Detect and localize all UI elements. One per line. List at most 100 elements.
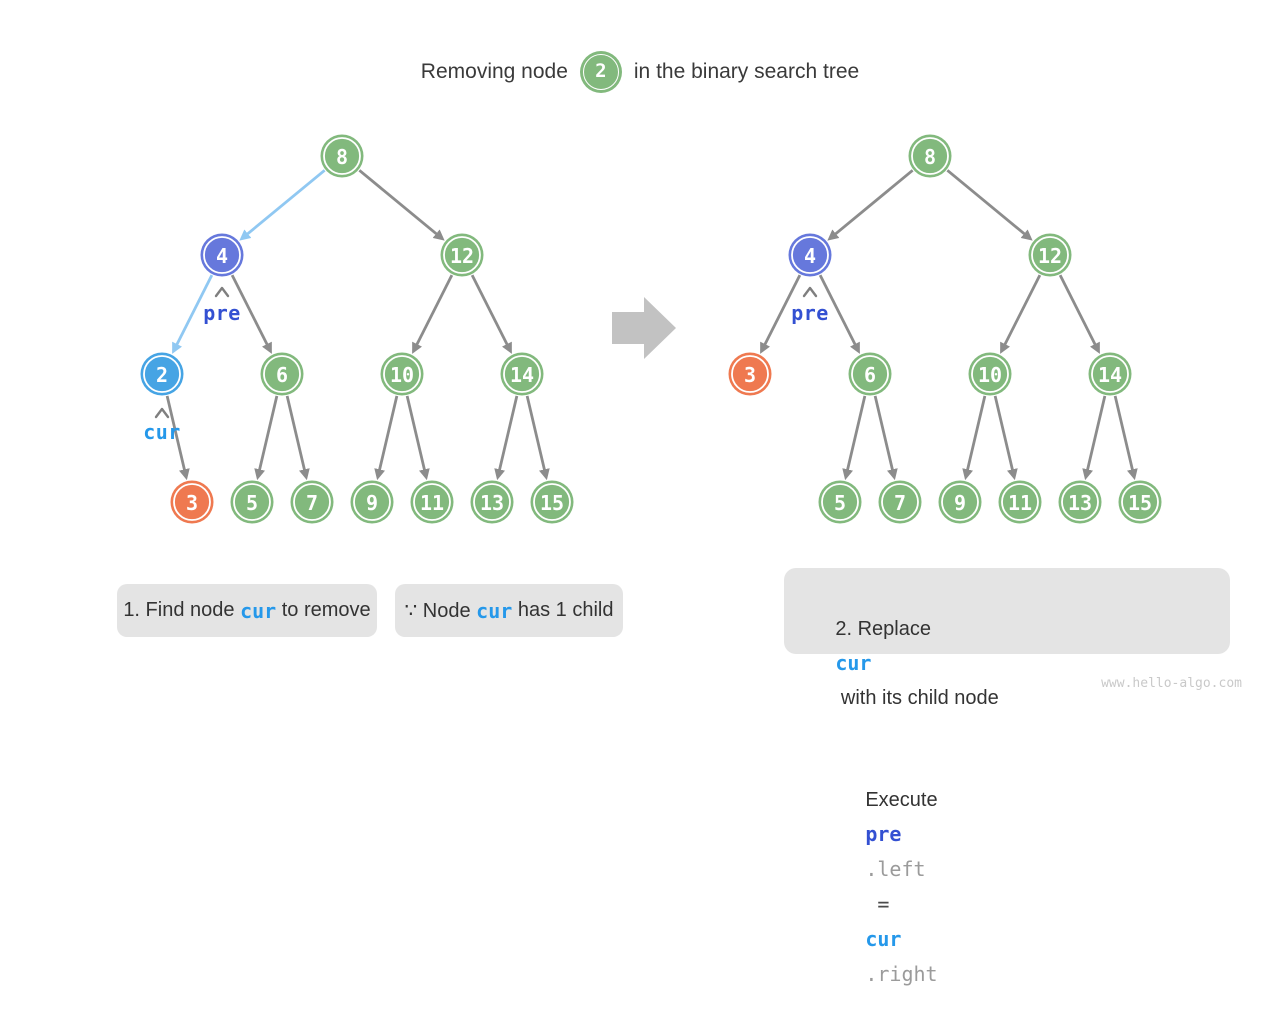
tree-node-10: 10 (968, 352, 1012, 396)
node-value: 13 (1068, 491, 1092, 515)
tree-node-9: 9 (938, 480, 982, 524)
note-step1-cur-kw: cur (240, 598, 277, 623)
watermark: www.hello-algo.com (1101, 676, 1242, 691)
edge-14-to-15 (1113, 395, 1138, 481)
pointer-caret-icon (214, 286, 230, 298)
node-circle (500, 352, 544, 396)
pointer-cur-before: cur (143, 407, 180, 444)
edge-8-to-12 (358, 169, 445, 241)
note-step2-text-end: with its child node (835, 687, 999, 709)
edge-6-to-7 (873, 395, 898, 481)
edge-10-to-11 (405, 395, 430, 481)
node-inner-ring (911, 137, 949, 175)
node-circle (908, 134, 952, 178)
node-value: 15 (540, 491, 564, 515)
edge-8-to-4 (827, 169, 914, 241)
title-node-circle: 2 (579, 51, 622, 93)
node-inner-ring (791, 236, 829, 274)
node-value: 2 (156, 363, 168, 387)
node-value: 6 (864, 363, 876, 387)
edge-14-to-13 (1082, 395, 1107, 481)
note-step2-execute: Execute (865, 789, 944, 811)
node-inner-ring (851, 355, 889, 393)
pointer-pre-after: pre (791, 286, 828, 325)
node-inner-ring (173, 483, 211, 521)
node-inner-ring (233, 483, 271, 521)
node-circle (1118, 480, 1162, 524)
edge-6-to-5 (254, 395, 279, 481)
note-because-text-end: has 1 child (512, 599, 614, 621)
tree-node-2: 2 (140, 352, 184, 396)
node-circle (938, 480, 982, 524)
node-value: 4 (804, 244, 816, 268)
edge-2-to-3 (165, 395, 190, 481)
note-step1: 1. Find node cur to remove (117, 584, 377, 637)
edge-4-to-2 (172, 274, 214, 354)
node-value: 7 (306, 491, 318, 515)
node-inner-ring (1031, 236, 1069, 274)
pointer-caret-icon (154, 407, 170, 419)
node-value: 12 (1038, 244, 1062, 268)
edge-6-to-5 (842, 395, 867, 481)
node-inner-ring (533, 483, 571, 521)
node-circle (410, 480, 454, 524)
node-circle (848, 352, 892, 396)
node-circle (440, 233, 484, 277)
note-because-text: ∵ Node (404, 600, 477, 622)
node-inner-ring (353, 483, 391, 521)
node-value: 3 (744, 363, 756, 387)
node-inner-ring (443, 236, 481, 274)
note-step2-cur-kw: cur (835, 651, 872, 675)
note-step2-right-attr: .right (865, 962, 938, 986)
tree-node-7: 7 (878, 480, 922, 524)
note-step1-text-end: to remove (276, 599, 371, 621)
tree-node-6: 6 (260, 352, 304, 396)
tree-node-3: 3 (728, 352, 772, 396)
edge-4-to-6 (230, 274, 272, 354)
note-step2-line1: 2. Replace cur with its child node (802, 578, 1230, 749)
edge-4-to-6 (818, 274, 860, 354)
node-circle (320, 134, 364, 178)
node-value: 10 (978, 363, 1002, 387)
node-inner-ring (971, 355, 1009, 393)
tree-node-15: 15 (1118, 480, 1162, 524)
node-value: 15 (1128, 491, 1152, 515)
title-node-value: 2 (595, 60, 607, 82)
tree-node-11: 11 (410, 480, 454, 524)
node-value: 9 (366, 491, 378, 515)
node-inner-ring (1091, 355, 1129, 393)
node-value: 3 (186, 491, 198, 515)
tree-node-10: 10 (380, 352, 424, 396)
tree-node-3: 3 (170, 480, 214, 524)
pointer-pre-before: pre (203, 286, 240, 325)
node-circle (968, 352, 1012, 396)
node-value: 10 (390, 363, 414, 387)
tree-node-5: 5 (230, 480, 274, 524)
note-step2-cur-kw2: cur (865, 927, 902, 951)
note-because-cur-kw: cur (476, 598, 513, 623)
node-circle (1028, 233, 1072, 277)
node-inner-ring (323, 137, 361, 175)
node-circle (728, 352, 772, 396)
node-inner-ring (1001, 483, 1039, 521)
node-circle (350, 480, 394, 524)
node-value: 13 (480, 491, 504, 515)
node-circle (818, 480, 862, 524)
note-step2-equals: = (865, 892, 902, 916)
tree-node-4: 4 (200, 233, 244, 277)
tree-node-12: 12 (1028, 233, 1072, 277)
edge-12-to-10 (412, 274, 454, 354)
edge-8-to-12 (946, 169, 1033, 241)
node-circle (1058, 480, 1102, 524)
node-circle (470, 480, 514, 524)
node-inner-ring (1121, 483, 1159, 521)
node-inner-ring (731, 355, 769, 393)
node-circle (530, 480, 574, 524)
edge-12-to-14 (1058, 274, 1100, 354)
edge-8-to-4 (239, 169, 326, 241)
tree-node-11: 11 (998, 480, 1042, 524)
